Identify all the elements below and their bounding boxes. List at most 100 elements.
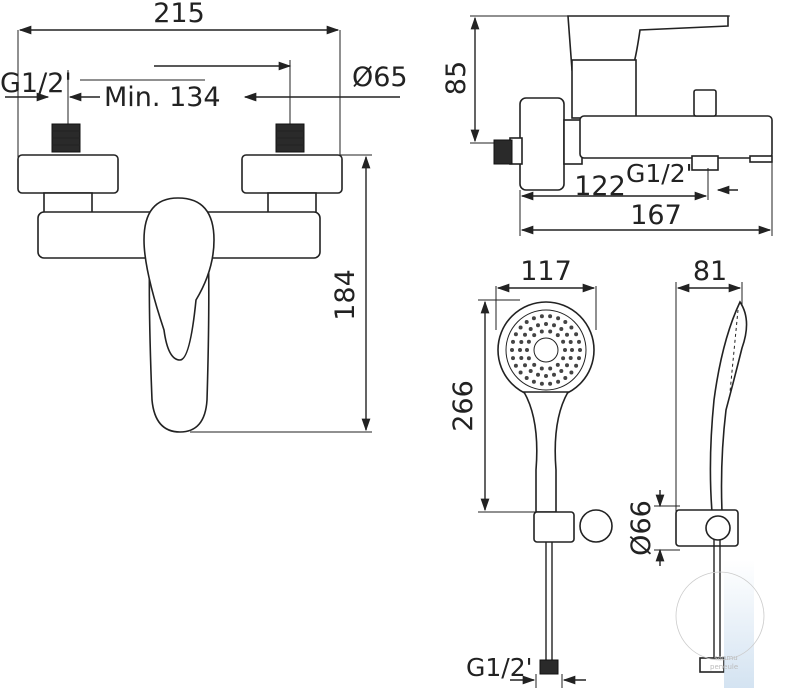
nozzle (536, 323, 540, 328)
nozzle (531, 316, 536, 321)
nozzle (510, 348, 514, 352)
nozzle (532, 362, 537, 367)
nozzle (525, 348, 529, 352)
side-thread-label: G1/2' (626, 159, 692, 188)
nozzle (563, 348, 567, 352)
nozzle (518, 370, 523, 375)
watermark-line2: peneule (710, 663, 738, 671)
nozzle (561, 339, 566, 344)
nozzle (555, 362, 560, 367)
hand-shower-view: 117 266 G1/2' (448, 256, 613, 688)
nozzle (574, 332, 579, 337)
nozzle (539, 381, 544, 386)
shower-width-label: 117 (520, 256, 572, 287)
side-inlet-thread (493, 139, 513, 165)
nozzle (519, 356, 524, 360)
min-distance-label: Min. 134 (104, 82, 221, 113)
front-width-label: 215 (153, 0, 205, 29)
nozzle (556, 379, 561, 384)
left-wall-flange (17, 154, 119, 194)
profile-shower-head (709, 300, 748, 513)
side-view: 85 G1/2' 122 167 (441, 15, 773, 236)
nozzle (559, 369, 564, 373)
nozzle (565, 363, 569, 368)
nozzle (561, 356, 566, 361)
nozzle (528, 369, 533, 373)
nozzle (577, 356, 581, 361)
shower-holder (533, 511, 575, 543)
nozzle (539, 314, 544, 319)
nozzle (563, 320, 568, 324)
nozzle (511, 356, 515, 361)
nozzle (570, 348, 574, 352)
nozzle (548, 314, 553, 319)
nozzle (524, 376, 529, 380)
hose-nut (539, 659, 559, 675)
shower-nozzles (510, 314, 582, 386)
nozzle (578, 348, 582, 352)
holder-knob (579, 509, 613, 543)
shower-profile-view: 81 Ø66 (626, 256, 748, 673)
shower-handle (522, 391, 570, 513)
nozzle (556, 316, 561, 321)
lever-handle (143, 197, 215, 361)
shower-outlet (691, 155, 719, 171)
right-wall-flange (241, 154, 343, 194)
nozzle (548, 329, 553, 334)
nozzle (559, 327, 564, 331)
shower-length-label: 266 (448, 380, 479, 432)
nozzle (536, 372, 540, 377)
holder-diameter-label: Ø66 (626, 500, 657, 556)
nozzle (569, 325, 574, 330)
side-outlet (749, 155, 773, 163)
nozzle (526, 339, 531, 344)
front-view: 215 Min. 134 G1/2' Ø65 184 (0, 0, 408, 433)
side-depth-label: 167 (630, 200, 682, 231)
nozzle (518, 325, 523, 330)
side-height-label: 85 (441, 61, 472, 95)
nozzle (544, 322, 548, 326)
nozzle (577, 339, 581, 344)
nozzle (548, 381, 553, 386)
nozzle (565, 332, 569, 337)
watermark: sanmu peneule (675, 560, 765, 688)
nozzle (539, 366, 544, 371)
nozzle (548, 366, 553, 371)
nozzle (526, 356, 531, 361)
front-height-label: 184 (330, 269, 361, 321)
nozzle (568, 356, 573, 360)
nozzle (513, 332, 518, 337)
nozzle (574, 363, 579, 368)
nozzle (555, 333, 560, 338)
left-connector (43, 192, 93, 214)
nozzle (519, 340, 524, 344)
nozzle (524, 320, 529, 324)
side-wall-flange (519, 97, 565, 191)
side-spout-label: 122 (574, 171, 626, 202)
diverter-knob (693, 89, 717, 117)
front-thread-label: G1/2' (0, 68, 72, 99)
nozzle (563, 376, 568, 380)
profile-width-label: 81 (693, 256, 727, 287)
nozzle (523, 363, 527, 368)
nozzle (539, 329, 544, 334)
front-diameter-label: Ø65 (352, 62, 408, 93)
hose-thread-label: G1/2' (466, 653, 532, 682)
right-connector (267, 192, 317, 214)
nozzle (531, 379, 536, 384)
nozzle (532, 333, 537, 338)
nozzle (523, 332, 527, 337)
watermark-line1: sanmu (714, 654, 738, 662)
side-cartridge (571, 59, 637, 119)
nozzle (569, 370, 574, 375)
nozzle (552, 372, 556, 377)
nozzle (511, 339, 515, 344)
nozzle (544, 374, 548, 378)
nozzle (528, 327, 533, 331)
nozzle (552, 323, 556, 328)
nozzle (518, 348, 522, 352)
nozzle (513, 363, 518, 368)
nozzle (568, 340, 573, 344)
side-mixer-body (579, 115, 773, 159)
